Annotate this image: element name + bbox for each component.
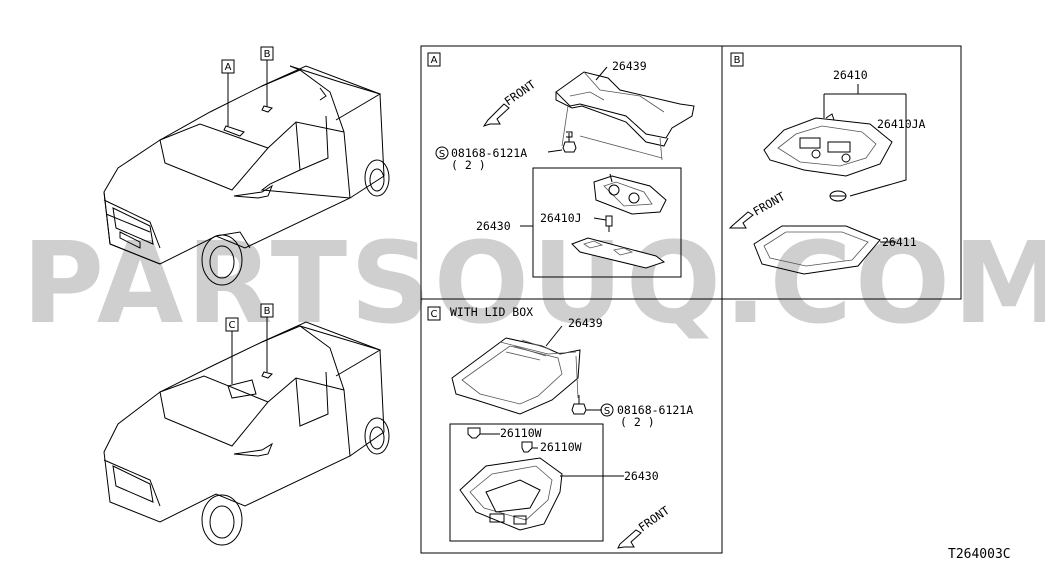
front-arrow-c: FRONT — [617, 503, 672, 549]
clip-1 — [467, 427, 481, 439]
part-26430-a: 26430 — [476, 219, 511, 233]
part-26110w-1: 26110W — [500, 426, 542, 440]
bolt-c — [571, 355, 587, 415]
front-label-a: FRONT — [502, 77, 538, 108]
view-tag-b-top: B — [264, 49, 271, 60]
bulb-26410ja — [829, 190, 847, 202]
panel-a-label: A — [431, 55, 438, 66]
lid-box-26430 — [459, 457, 563, 531]
bolt-qty-a: ( 2 ) — [451, 158, 486, 172]
part-26410: 26410 — [833, 68, 868, 82]
panel-c-title: WITH LID BOX — [450, 305, 533, 319]
part-bolt-c: 08168-6121A — [617, 403, 693, 417]
bolt-a — [562, 131, 577, 153]
panel-c-label: C — [431, 309, 438, 320]
part-26410j: 26410J — [540, 211, 582, 225]
bolt-symbol-a: S — [439, 149, 445, 160]
part-26110w-2: 26110W — [540, 440, 582, 454]
part-26411: 26411 — [882, 235, 917, 249]
part-26410ja: 26410JA — [877, 117, 926, 131]
clip-2 — [521, 441, 533, 453]
front-label-c: FRONT — [636, 503, 672, 534]
front-label-b: FRONT — [751, 189, 788, 218]
lamp-assembly-box — [532, 167, 682, 278]
view-tag-a: A — [225, 62, 232, 73]
part-26430-c: 26430 — [624, 469, 659, 483]
lamp-26410j — [593, 173, 667, 232]
part-bolt-a: 08168-6121A — [451, 146, 527, 160]
part-26439-c: 26439 — [568, 316, 603, 330]
view-tag-b-bottom: B — [264, 306, 271, 317]
ring-26411 — [753, 225, 881, 275]
view-tag-c: C — [229, 320, 236, 331]
truck-top: A B — [103, 46, 390, 286]
panel-frames — [420, 45, 962, 554]
bolt-qty-c: ( 2 ) — [620, 415, 655, 429]
part-26439-a: 26439 — [612, 59, 647, 73]
panel-b-label: B — [734, 55, 741, 66]
bolt-symbol-c: S — [604, 406, 610, 417]
diagram-code: T264003C — [948, 547, 1011, 562]
lens-a — [571, 237, 666, 269]
panel-c: C WITH LID BOX 26439 S 08168-6121A ( 2 )… — [427, 305, 693, 549]
lid-box-assembly — [449, 423, 604, 542]
truck-bottom: C B — [103, 303, 390, 546]
map-lamp-26410 — [763, 113, 893, 177]
bracket-26439-c — [451, 337, 581, 415]
bracket-26439 — [555, 71, 695, 161]
front-arrow-a: FRONT — [482, 77, 538, 127]
